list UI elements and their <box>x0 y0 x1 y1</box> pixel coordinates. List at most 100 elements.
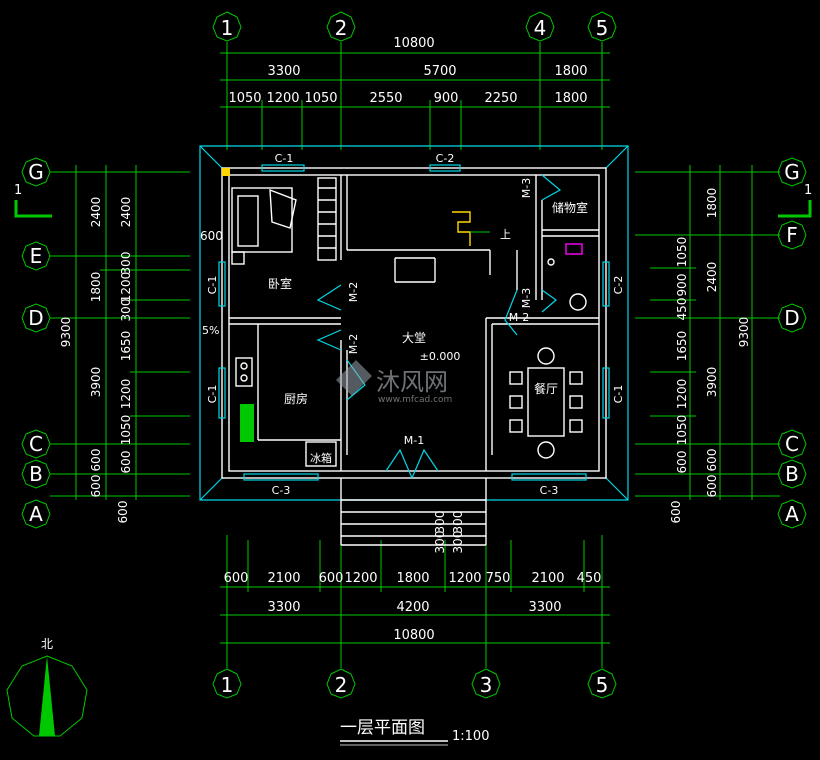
dim-right-i6: 600 <box>675 451 689 474</box>
dim-left-bottom: 600 <box>116 501 130 524</box>
dim-bot-r1-5: 1200 <box>448 571 481 586</box>
interior-walls <box>229 175 599 471</box>
dim-bot-3300b: 3300 <box>528 600 561 615</box>
dim-bot-r1-0: 600 <box>224 571 249 586</box>
axis-left-A: A <box>29 502 43 526</box>
level-mark: ±0.000 <box>420 350 461 363</box>
dimensions-top: 10800 3300 5700 1800 1050 1200 1050 2550… <box>220 36 610 150</box>
north-arrow: 北 <box>6 637 88 737</box>
dim-bot-r1-4: 1800 <box>396 571 429 586</box>
dim-right-i3: 1650 <box>675 331 689 362</box>
dim-top-r3-4: 900 <box>434 91 459 106</box>
axis-bubbles-right: G F D C B A <box>777 157 807 529</box>
dimensions-bottom: 600 2100 600 1200 1800 1200 750 2100 450… <box>220 540 610 644</box>
tag-m2-a: M-2 <box>347 282 360 302</box>
axis-top-4: 4 <box>534 16 547 40</box>
axis-left-D: D <box>28 306 43 330</box>
dim-left-i6: 1050 <box>119 415 133 446</box>
tag-c1-left-b: C-1 <box>206 385 219 404</box>
tag-m2-b: M-2 <box>347 334 360 354</box>
room-hall: 大堂 <box>402 331 426 345</box>
section-mark-left: 1 <box>14 183 52 218</box>
dim-left-o4: 600 <box>89 475 103 498</box>
dim-left-o0: 2400 <box>89 197 103 228</box>
axis-bottom-1: 1 <box>221 673 234 697</box>
tag-m3-b: M-3 <box>520 288 533 308</box>
dim-bot-3300a: 3300 <box>267 600 300 615</box>
doors <box>316 174 562 479</box>
entry-steps <box>340 478 487 546</box>
dim-left-o2: 3900 <box>89 367 103 398</box>
title-text: 一层平面图 <box>340 718 425 738</box>
tag-c3-left: C-3 <box>272 484 291 497</box>
dim-left-i2: 1200 <box>119 272 133 303</box>
room-kitchen: 厨房 <box>284 391 308 406</box>
drawing-title: 一层平面图 1:100 <box>340 718 489 746</box>
dim-right-o4: 600 <box>705 475 719 498</box>
dim-left-i0: 2400 <box>119 197 133 228</box>
axis-top-1: 1 <box>221 16 234 40</box>
dim-right-i1: 900 <box>675 274 689 297</box>
axis-right-B: B <box>785 462 799 486</box>
dim-right-i4: 1200 <box>675 379 689 410</box>
tag-c1-right: C-1 <box>612 385 625 404</box>
axis-bottom-5: 5 <box>596 673 609 697</box>
axis-grid-lines <box>50 42 780 668</box>
tag-m1: M-1 <box>404 434 424 447</box>
tag-c2-top: C-2 <box>436 152 455 165</box>
dim-bot-r1-7: 2100 <box>531 571 564 586</box>
axis-bubbles-bottom: 1 2 3 5 <box>212 668 617 699</box>
dim-right-bottom: 600 <box>669 501 683 524</box>
tag-m2-c: M-2 <box>509 311 529 324</box>
watermark: 沐风网 www.mfcad.com <box>336 360 452 405</box>
dim-right-o0: 1800 <box>705 188 719 219</box>
slope-mark: 5% <box>202 324 219 337</box>
section-mark-right: 1 <box>778 183 812 218</box>
dim-right-o1: 2400 <box>705 262 719 293</box>
axis-bubbles-left: G E D C B A <box>21 157 51 529</box>
axis-right-D: D <box>784 306 799 330</box>
axis-right-C: C <box>785 432 799 456</box>
dim-bot-r1-1: 2100 <box>267 571 300 586</box>
watermark-brand: 沐风网 <box>376 368 448 396</box>
dim-right-o3: 600 <box>705 449 719 472</box>
dim-right-i5: 1050 <box>675 415 689 446</box>
north-label: 北 <box>41 637 53 651</box>
dim-left-total: 9300 <box>59 317 73 348</box>
dimensions-right: 9300 1800 2400 3900 600 600 1050 900 450… <box>650 165 753 524</box>
label-fridge: 冰箱 <box>310 451 332 465</box>
svg-text:1: 1 <box>14 183 22 198</box>
step-dim-3: 300 <box>451 531 465 554</box>
building-outline <box>199 145 629 501</box>
kitchen-fixtures <box>235 357 337 467</box>
dim-left-o3: 600 <box>89 449 103 472</box>
dim-left-i5: 1200 <box>119 379 133 410</box>
dim-bot-r1-3: 1200 <box>344 571 377 586</box>
axis-left-E: E <box>30 244 43 268</box>
dim-bot-r1-8: 450 <box>577 571 602 586</box>
dim-left-i1: 300 <box>119 252 133 275</box>
dimensions-left: 9300 2400 1800 3900 600 600 2400 300 120… <box>59 165 223 523</box>
axis-top-2: 2 <box>335 16 348 40</box>
room-storage: 储物室 <box>552 200 588 215</box>
dim-left-i3: 300 <box>119 299 133 322</box>
axis-left-C: C <box>29 432 43 456</box>
dim-top-5700: 5700 <box>423 64 456 79</box>
stair-up: 上 <box>500 228 511 241</box>
axis-right-A: A <box>785 502 799 526</box>
dim-bot-r1-2: 600 <box>319 571 344 586</box>
dim-left-edge: 600 <box>200 229 223 243</box>
dim-top-3300: 3300 <box>267 64 300 79</box>
dim-bot-4200: 4200 <box>396 600 429 615</box>
step-dim-2: 300 <box>451 511 465 534</box>
axis-right-F: F <box>786 223 798 247</box>
dim-top-r3-1: 1200 <box>266 91 299 106</box>
dim-top-r3-2: 1050 <box>304 91 337 106</box>
room-dining: 餐厅 <box>534 381 558 396</box>
title-scale: 1:100 <box>452 729 489 744</box>
dim-right-o2: 3900 <box>705 367 719 398</box>
dim-bot-r1-6: 750 <box>486 571 511 586</box>
dim-left-i7: 600 <box>119 451 133 474</box>
dim-left-i4: 1650 <box>119 331 133 362</box>
